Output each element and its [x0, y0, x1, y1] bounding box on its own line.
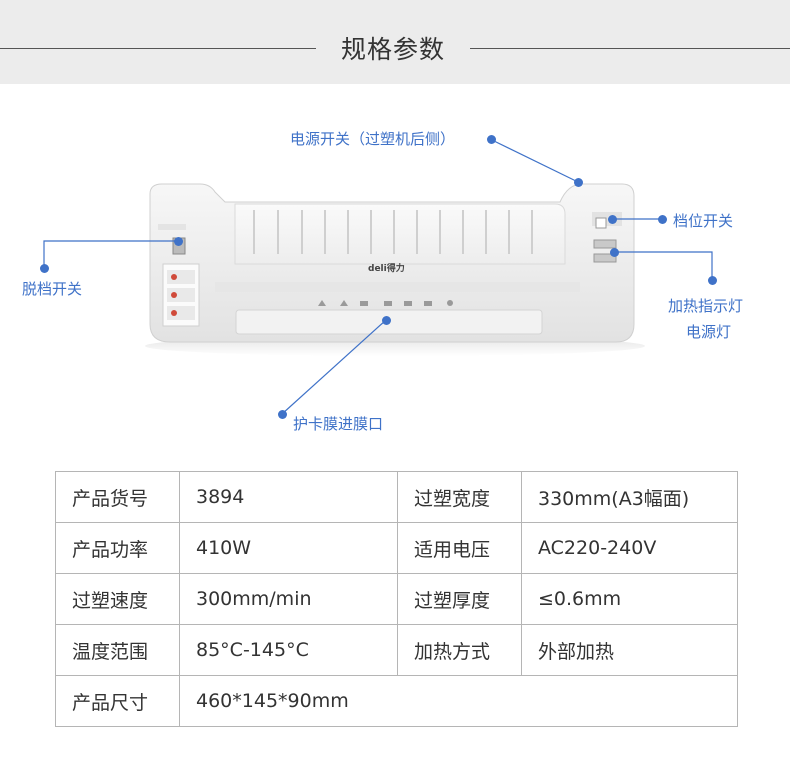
- power-switch-dot: [487, 135, 496, 144]
- product-diagram: deli得力 电源开关（过塑机后侧） 档位开关 脱档开关 加热指示灯 电源灯 护…: [0, 84, 790, 464]
- table-row: 温度范围 85°C-145°C 加热方式 外部加热: [55, 624, 738, 676]
- spec-label: 产品货号: [55, 471, 180, 523]
- table-row: 过塑速度 300mm/min 过塑厚度 ≤0.6mm: [55, 573, 738, 625]
- spec-value: 410W: [179, 522, 398, 574]
- spec-label: 适用电压: [397, 522, 522, 574]
- release-switch-label: 脱档开关: [22, 280, 83, 298]
- power-light-label: 电源灯: [686, 323, 732, 341]
- heat-indicator-end-dot: [610, 248, 619, 257]
- spec-value: AC220-240V: [521, 522, 738, 574]
- spec-label: 产品尺寸: [55, 675, 180, 727]
- gear-switch-label: 档位开关: [673, 212, 734, 230]
- power-switch-label: 电源开关（过塑机后侧）: [290, 130, 456, 148]
- brand-logo: deli得力: [368, 264, 405, 274]
- spec-label: 加热方式: [397, 624, 522, 676]
- spec-label: 过塑宽度: [397, 471, 522, 523]
- spec-value: 85°C-145°C: [179, 624, 398, 676]
- spec-label: 产品功率: [55, 522, 180, 574]
- table-row: 产品功率 410W 适用电压 AC220-240V: [55, 522, 738, 574]
- table-row: 产品尺寸 460*145*90mm: [55, 675, 738, 727]
- heat-indicator-dot: [708, 276, 717, 285]
- spec-value: ≤0.6mm: [521, 573, 738, 625]
- spec-label: 过塑厚度: [397, 573, 522, 625]
- gear-switch-end-dot: [608, 215, 617, 224]
- release-switch-end-dot: [174, 237, 183, 246]
- spec-value: 3894: [179, 471, 398, 523]
- release-switch-dot: [40, 264, 49, 273]
- table-row: 产品货号 3894 过塑宽度 330mm(A3幅面): [55, 471, 738, 523]
- entry-slot-dot: [278, 410, 287, 419]
- header-rule-left: [0, 48, 316, 49]
- spec-table: 产品货号 3894 过塑宽度 330mm(A3幅面) 产品功率 410W 适用电…: [55, 471, 738, 727]
- entry-slot-label: 护卡膜进膜口: [293, 415, 384, 433]
- heat-indicator-label: 加热指示灯: [668, 297, 744, 315]
- spec-value: 460*145*90mm: [179, 675, 738, 727]
- spec-value: 330mm(A3幅面): [521, 471, 738, 523]
- spec-label: 过塑速度: [55, 573, 180, 625]
- power-switch-end-dot: [574, 178, 583, 187]
- spec-value: 外部加热: [521, 624, 738, 676]
- gear-switch-dot: [658, 215, 667, 224]
- header-rule-right: [470, 48, 790, 49]
- spec-label: 温度范围: [55, 624, 180, 676]
- spec-value: 300mm/min: [179, 573, 398, 625]
- section-header: 规格参数: [0, 0, 790, 84]
- entry-slot-end-dot: [382, 316, 391, 325]
- section-title: 规格参数: [340, 35, 445, 64]
